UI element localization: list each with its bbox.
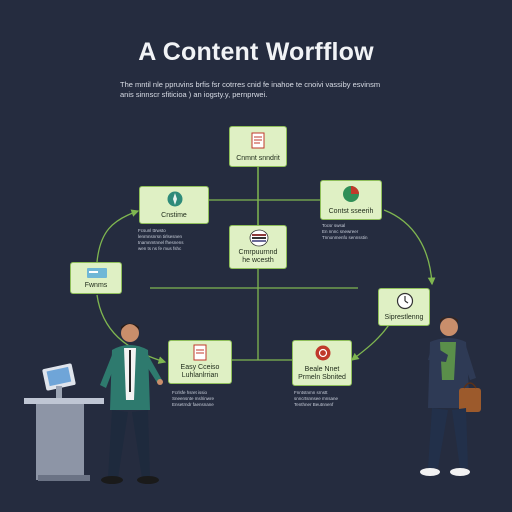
page-title: A Content Worfflow [138,38,374,66]
node-label: Contst sseerih [328,208,374,215]
node-content-research[interactable]: Contst sseerih [320,180,382,220]
card-icon [87,268,107,278]
note-research: Tocsr swsal En nnnc snewreer Tnnonmenfo … [322,223,368,240]
node-label: Cmrpuurnnd he wcesth [238,249,278,264]
connector-arc-left-bottom [96,294,167,364]
person-left-icon [100,323,163,484]
node-scheduling[interactable]: Siprestlenng [378,288,430,326]
pie-chart-icon [343,186,359,202]
node-label: Cnmnt snndrit [236,155,280,162]
document-icon [251,132,265,149]
stack-icon [249,229,269,247]
kiosk-icon [24,363,104,481]
note-copy: Fcrlsfe hsret issio Sneensnte mslrinwre … [172,390,215,407]
note-review: Fnntstnmn srnstt snncrtsnnsee mnsane Ten… [294,390,339,407]
node-content-request[interactable]: Cnmnt snndrit [229,126,287,167]
node-copy[interactable]: Easy Cceiso Luhlanlrrian [168,340,232,384]
node-label: Siprestlenng [384,314,424,321]
person-right-icon [420,316,481,476]
alert-circle-icon [315,345,331,361]
paper-icon [193,344,207,361]
node-outline[interactable]: Cnstime [139,186,209,224]
page-subtitle: The mntil nle ppruvins brfis fsr cotrres… [120,80,381,99]
clock-icon [396,292,414,310]
node-publish[interactable]: Fwnms [70,262,122,294]
node-label: Easy Cceiso Luhlanlrrian [180,364,220,379]
note-outline: Fcsunl ttrwsto lenrnnsnrsn tirlsesnen tn… [138,228,184,251]
connector-arc-left-top [96,209,140,263]
node-label: Fwnms [84,282,108,289]
compass-icon [167,191,183,207]
node-review[interactable]: Beale Nnet Prmeln Sbnited [292,340,352,386]
node-label: Beale Nnet Prmeln Sbnited [298,366,346,381]
connector-arc-right-top [383,209,436,286]
node-compound[interactable]: Cmrpuurnnd he wcesth [229,225,287,269]
node-label: Cnstime [161,212,187,219]
